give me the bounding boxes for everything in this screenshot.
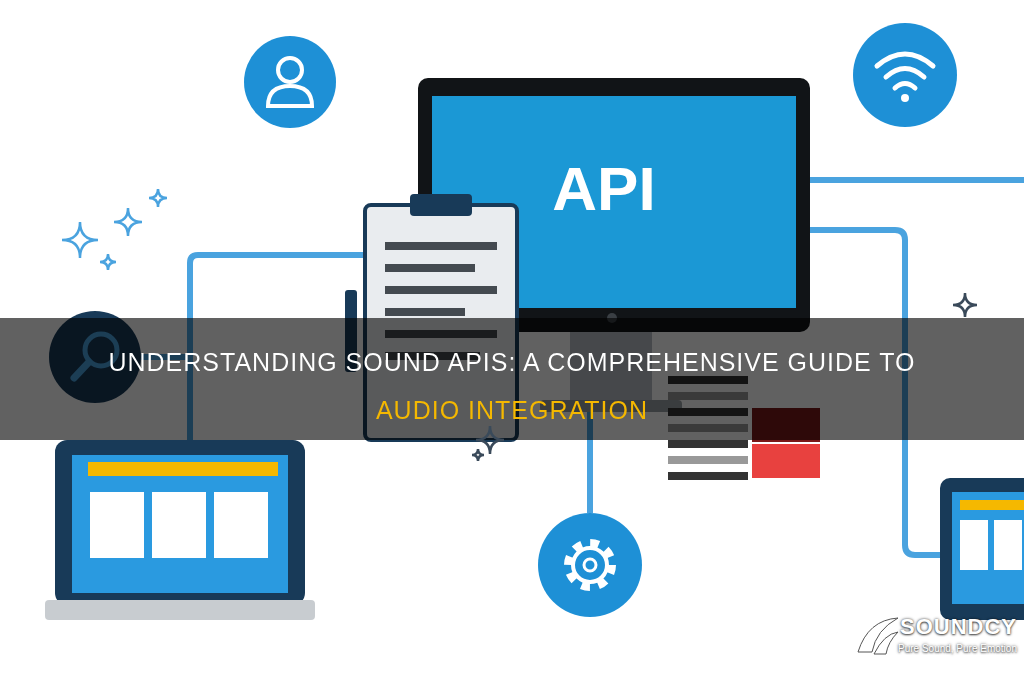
wifi-arc (895, 84, 915, 89)
sparkle (114, 208, 142, 236)
wifi-dot (901, 94, 909, 102)
tablet (940, 478, 1024, 620)
screen-tile (90, 492, 144, 558)
text-line (385, 242, 497, 250)
text-line (385, 286, 497, 294)
text-line (385, 308, 465, 316)
sparkle-stars (62, 189, 167, 270)
laptop-frame (55, 440, 305, 605)
text-line (385, 264, 475, 272)
icon-circle (244, 36, 336, 128)
user-body (268, 86, 312, 106)
sparkle (62, 222, 98, 258)
gear-hub (584, 559, 596, 571)
wifi-icon (853, 23, 957, 127)
brand-logo (858, 618, 898, 654)
sparkle (149, 189, 167, 207)
list-line (668, 440, 748, 448)
title-band (0, 318, 1024, 440)
icon-circle (538, 513, 642, 617)
screen-bar (88, 462, 278, 476)
clipboard-clip (410, 194, 472, 216)
screen-tile (994, 520, 1022, 570)
tablet-frame (940, 478, 1024, 620)
user-icon (244, 36, 336, 128)
laptop-screen (72, 455, 288, 593)
wifi-arc (877, 54, 933, 66)
tablet-screen (952, 492, 1024, 604)
screen-tile (152, 492, 206, 558)
sparkle (953, 293, 977, 317)
list-line (668, 472, 748, 480)
wire (800, 177, 1024, 183)
color-block (752, 444, 820, 478)
page-title: UNDERSTANDING SOUND APIS: A COMPREHENSIV… (92, 338, 932, 434)
logo-wave (874, 632, 898, 654)
brand-name: SOUNDCY (900, 614, 1017, 640)
gear-rim (573, 548, 607, 582)
screen-tile (214, 492, 268, 558)
gear-teeth (568, 543, 612, 587)
laptop (45, 440, 315, 620)
brand-tagline: Pure Sound, Pure Emotion (898, 643, 1017, 654)
laptop-base (45, 600, 315, 620)
icon-circle (853, 23, 957, 127)
user-head (278, 58, 302, 82)
gear-icon (538, 513, 642, 617)
screen-tile (960, 520, 988, 570)
sparkle (100, 254, 116, 270)
screen-bar (960, 500, 1024, 510)
sparkle (472, 449, 484, 461)
list-line (668, 456, 748, 464)
wifi-arc (886, 69, 924, 78)
